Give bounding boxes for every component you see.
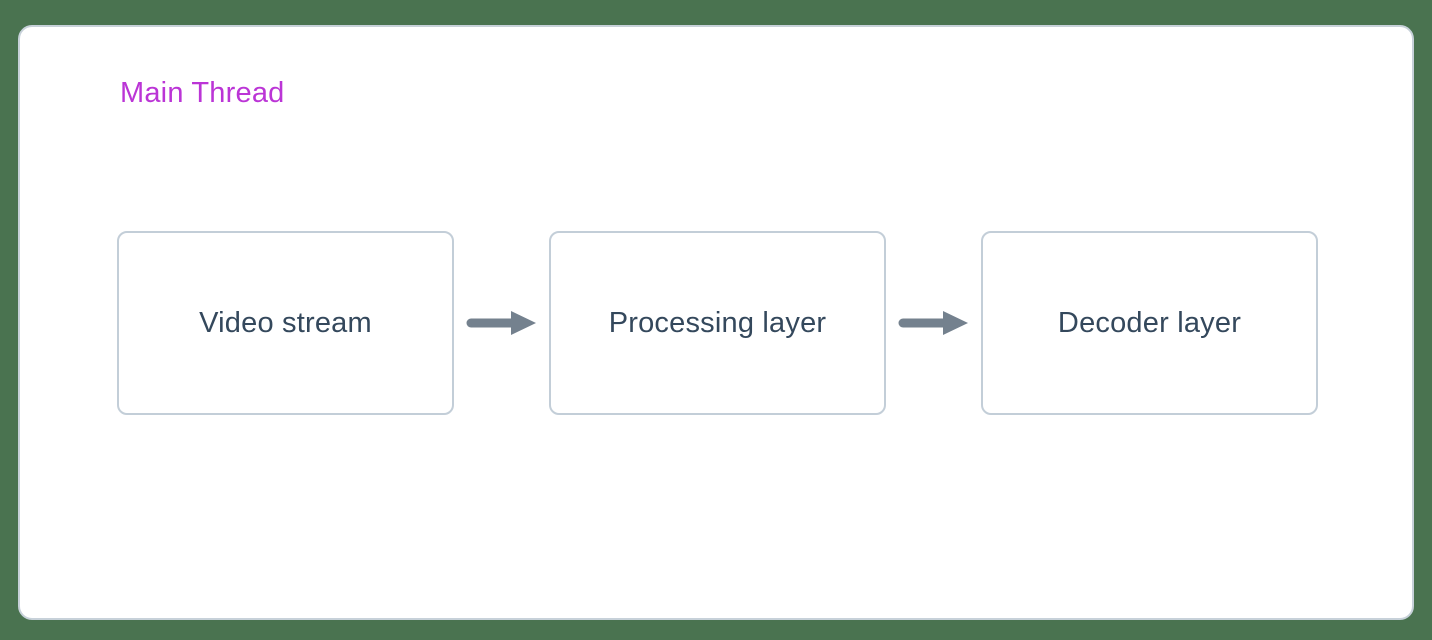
arrow-right-icon [898,311,968,335]
node-label: Video stream [199,306,372,339]
node-label: Decoder layer [1057,306,1242,339]
arrow-right-icon [466,311,536,335]
flow-row: Video stream Processing layer Decoder la… [117,231,1318,415]
node-video-stream: Video stream [117,231,454,415]
node-processing-layer: Processing layer [549,231,886,415]
node-decoder-layer: Decoder layer [981,231,1318,415]
connector-2 [886,310,981,336]
diagram-card: Main Thread Video stream Processing laye… [18,25,1414,620]
node-label: Processing layer [608,306,827,339]
connector-1 [454,310,549,336]
diagram-title: Main Thread [120,77,285,109]
